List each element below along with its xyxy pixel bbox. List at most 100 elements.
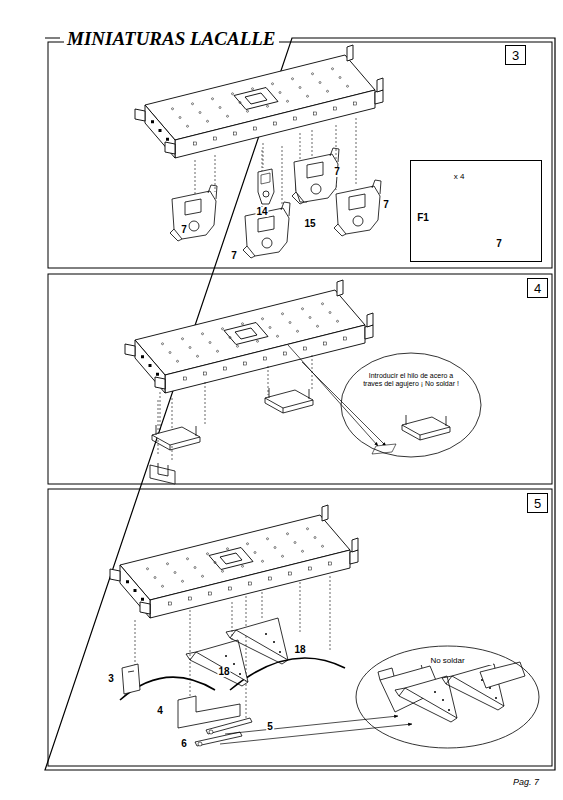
drawing-stroke	[195, 118, 356, 210]
hole	[274, 547, 276, 549]
drawing-stroke	[48, 489, 552, 766]
drawing-stroke	[195, 118, 356, 210]
hole	[267, 105, 269, 107]
hole	[227, 548, 229, 550]
buffer	[155, 377, 165, 389]
step-number-text: 5	[534, 497, 541, 510]
step-number: 3	[505, 45, 526, 65]
side-hole	[344, 337, 347, 340]
hole	[202, 333, 204, 335]
hole	[297, 330, 299, 332]
drawing-stroke	[45, 38, 555, 770]
step-number-text: 3	[512, 49, 519, 62]
side-hole	[284, 352, 287, 355]
drawing-stroke	[48, 274, 552, 484]
end-hole	[156, 373, 159, 376]
hole	[187, 125, 189, 127]
hole	[327, 90, 329, 92]
hole	[167, 563, 169, 565]
inset-label: F1	[416, 213, 430, 223]
hole	[219, 107, 221, 109]
end-hole	[166, 138, 169, 141]
side-hole	[214, 137, 217, 140]
chassis	[125, 280, 373, 393]
drawing-stroke	[209, 730, 213, 734]
hole	[247, 110, 249, 112]
center-opening	[209, 548, 253, 570]
drawing-stroke	[225, 716, 398, 734]
side-hole	[264, 357, 267, 360]
drawing-stroke	[265, 388, 313, 413]
side-hole	[169, 602, 172, 605]
hole	[319, 82, 321, 84]
drawing-stroke	[232, 661, 345, 693]
side-hole	[249, 582, 252, 585]
drawing-stroke	[170, 185, 217, 241]
hole	[222, 570, 224, 572]
step-number: 5	[527, 493, 548, 513]
drawing-stroke	[292, 148, 339, 204]
side-hole	[294, 117, 297, 120]
hole	[179, 117, 181, 119]
side-hole	[324, 342, 327, 345]
center-opening	[220, 553, 242, 564]
end-hole	[151, 120, 154, 123]
hole	[257, 340, 259, 342]
buffer	[375, 90, 383, 104]
drawing-stroke	[158, 355, 312, 460]
chassis-end	[120, 565, 150, 618]
chassis-end	[135, 340, 165, 393]
hole	[162, 343, 164, 345]
side-hole	[334, 107, 337, 110]
drawing-stroke	[220, 724, 412, 744]
end-hole	[134, 589, 137, 592]
side-hole	[314, 112, 317, 115]
buffer	[135, 109, 145, 121]
hole	[309, 317, 311, 319]
detail-callout: Introducir el hilo de acero a traves del…	[340, 352, 482, 458]
hole	[289, 322, 291, 324]
drawing-stroke	[372, 444, 396, 454]
hole	[282, 555, 284, 557]
buffer	[140, 602, 150, 614]
hole	[287, 100, 289, 102]
hole	[212, 98, 214, 100]
side-hole	[354, 102, 357, 105]
side-hole	[309, 567, 312, 570]
center-opening	[235, 328, 257, 339]
hole	[214, 562, 216, 564]
hole	[177, 360, 179, 362]
drawing-stroke	[230, 658, 345, 690]
hole	[262, 318, 264, 320]
hole	[322, 303, 324, 305]
callout-number: 7	[230, 251, 238, 261]
side-hole	[329, 562, 332, 565]
hole	[192, 103, 194, 105]
side-hole	[269, 577, 272, 580]
center-opening	[224, 323, 268, 345]
callout-number: 4	[156, 706, 164, 716]
side-hole	[234, 132, 237, 135]
drawing-stroke	[395, 676, 457, 722]
end-hole	[141, 598, 144, 601]
side-hole	[204, 372, 207, 375]
inset-label: 7	[495, 239, 503, 249]
side-hole	[189, 597, 192, 600]
hole	[287, 533, 289, 535]
side-hole	[224, 367, 227, 370]
hole	[299, 87, 301, 89]
buffer	[350, 550, 358, 564]
buffer	[110, 569, 120, 581]
hole	[314, 537, 316, 539]
chassis	[110, 505, 358, 618]
hole	[182, 338, 184, 340]
note-text: No soldar	[403, 656, 493, 665]
step-number: 4	[527, 278, 548, 298]
hole	[242, 565, 244, 567]
end-hole	[149, 364, 152, 367]
hole	[229, 337, 231, 339]
callout-ellipse	[340, 352, 482, 458]
hole	[197, 355, 199, 357]
hole	[317, 325, 319, 327]
